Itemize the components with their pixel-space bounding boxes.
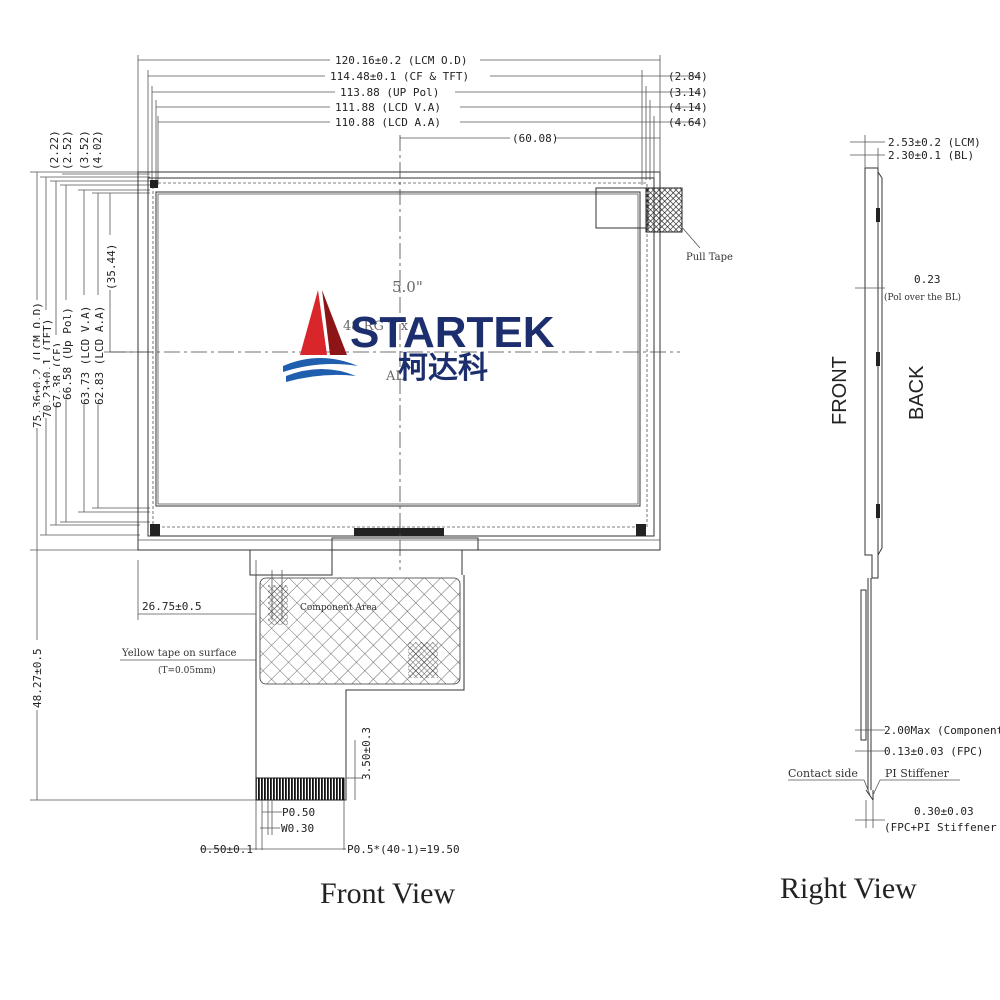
dim-fpc-pi-note: (FPC+PI Stiffener xyxy=(884,821,997,834)
dim-left-2: (2.52) xyxy=(61,130,74,170)
top-dimensions: 120.16±0.2 (LCM O.D) 114.48±0.1 (CF & TF… xyxy=(137,54,708,185)
yellow-tape-thickness: (T=0.05mm) xyxy=(158,665,216,676)
dim-cf-tft: 114.48±0.1 (CF & TFT) xyxy=(330,70,469,83)
front-view-title: Front View xyxy=(320,877,455,910)
lcm-module: Pull Tape 5.0" 48 RG T x ( AL xyxy=(110,135,733,570)
contact-side-label: Contact side xyxy=(788,767,858,780)
dim-lcdva-v: 63.73 (LCD V.A) xyxy=(79,306,92,405)
left-dimensions: (2.22) (2.52) (3.52) (4.02) 75.36±0.2 (L… xyxy=(30,130,150,551)
dim-finger-width: W0.30 xyxy=(281,822,314,835)
fpc-dimensions: 26.75±0.5 48.27±0.5 3.50±0.3 Yellow tape… xyxy=(30,550,460,856)
logo-cn-text: 柯达科 xyxy=(398,351,488,386)
dim-lcd-aa: 110.88 (LCD A.A) xyxy=(335,116,441,129)
dim-right-3: (4.14) xyxy=(668,101,708,114)
dim-lcdaa-v: 62.83 (LCD A.A) xyxy=(93,306,106,405)
dim-pol: 0.23 xyxy=(914,273,941,286)
logo-sail-left xyxy=(300,290,327,355)
dim-pitch-total: P0.5*(40-1)=19.50 xyxy=(347,843,460,856)
logo-wave-1 xyxy=(283,358,358,372)
right-view-title: Right View xyxy=(780,872,917,905)
pull-tape-label: Pull Tape xyxy=(686,252,733,263)
dim-center-y: (35.44) xyxy=(105,244,118,290)
dim-component-height: 2.00Max (Component xyxy=(884,724,1000,737)
logo-text: STARTEK xyxy=(350,308,555,357)
logo-sail-right xyxy=(322,290,347,355)
logo-wave-2 xyxy=(286,369,356,382)
side-profile xyxy=(860,167,883,801)
dim-center-x: (60.08) xyxy=(512,132,558,145)
panel-res-label: 48 RG T x ( xyxy=(343,319,417,334)
dim-pitch: P0.50 xyxy=(282,806,315,819)
dim-lcd-va: 111.88 (LCD V.A) xyxy=(335,101,441,114)
dim-lcm-thickness: 2.53±0.2 (LCM) xyxy=(888,136,981,149)
dim-right-4: (4.64) xyxy=(668,116,708,129)
dim-pol-note: (Pol over the BL) xyxy=(884,292,961,303)
right-view: 2.53±0.2 (LCM) 2.30±0.1 (BL) 0.23 (Pol o… xyxy=(780,135,1000,905)
dim-left-1: (2.22) xyxy=(48,130,61,170)
dim-fpc-thickness: 0.13±0.03 (FPC) xyxy=(884,745,983,758)
dim-left-4: (4.02) xyxy=(91,130,104,170)
dim-bl-thickness: 2.30±0.1 (BL) xyxy=(888,149,974,162)
dim-fpc-total: 48.27±0.5 xyxy=(31,648,44,708)
dim-left-3: (3.52) xyxy=(78,130,91,170)
dim-fpc-pi: 0.30±0.03 xyxy=(914,805,974,818)
startek-logo: STARTEK 柯达科 xyxy=(283,290,555,386)
front-view: 120.16±0.2 (LCM O.D) 114.48±0.1 (CF & TF… xyxy=(30,54,733,910)
pi-stiffener-label: PI Stiffener xyxy=(885,767,950,780)
panel-mode-label: AL xyxy=(385,369,404,384)
fpc: Component Area xyxy=(249,537,479,801)
dim-right-2: (3.14) xyxy=(668,86,708,99)
dim-finger-length: 3.50±0.3 xyxy=(360,727,373,780)
component-area-label: Component Area xyxy=(300,603,378,613)
right-dimensions: 2.53±0.2 (LCM) 2.30±0.1 (BL) 0.23 (Pol o… xyxy=(788,135,1000,834)
dim-fpc-offset: 26.75±0.5 xyxy=(142,600,202,613)
dim-lcm-od: 120.16±0.2 (LCM O.D) xyxy=(335,54,467,67)
panel-size-label: 5.0" xyxy=(392,278,423,296)
yellow-tape-label: Yellow tape on surface xyxy=(121,648,237,659)
back-label: BACK xyxy=(906,365,928,420)
dim-edge: 0.50±0.1 xyxy=(200,843,253,856)
dim-right-1: (2.84) xyxy=(668,70,708,83)
front-label: FRONT xyxy=(829,356,851,425)
dim-uppol-v: 66.58 (Up Pol) xyxy=(61,307,74,400)
dim-up-pol: 113.88 (UP Pol) xyxy=(340,86,439,99)
